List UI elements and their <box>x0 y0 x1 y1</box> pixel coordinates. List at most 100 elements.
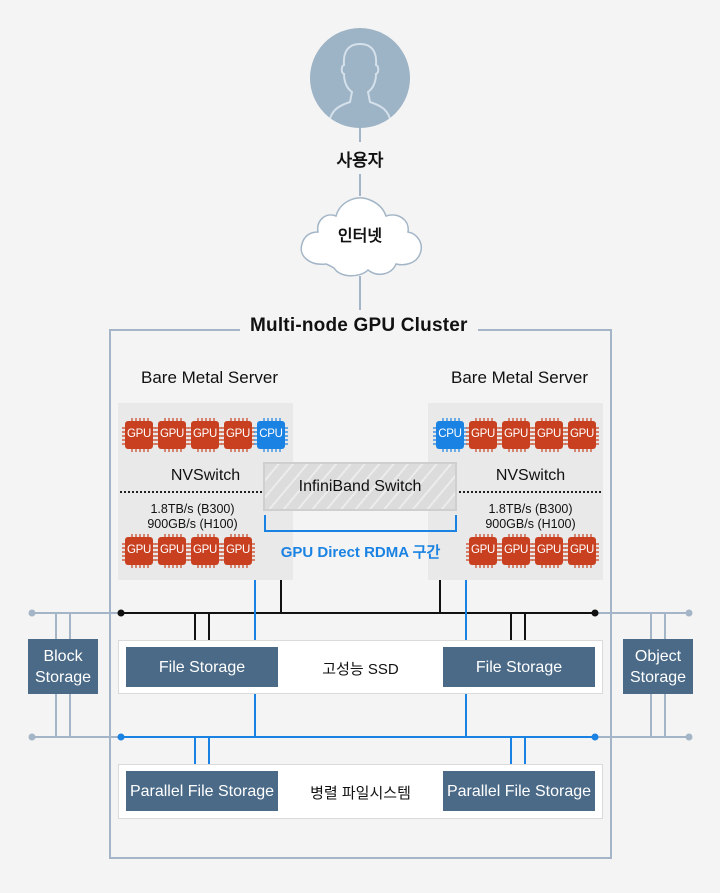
gpu-chip-icon: GPU <box>532 534 566 568</box>
parallel-storage-left: Parallel File Storage <box>126 771 278 811</box>
chip-label: GPU <box>225 428 251 440</box>
gpu-chip-icon: GPU <box>188 418 222 452</box>
chip-label: GPU <box>192 544 218 556</box>
chip-pins-icon <box>188 534 222 568</box>
speed-line: 900GB/s (H100) <box>485 517 576 531</box>
chip-label: GPU <box>159 428 185 440</box>
block-storage-line1: Block <box>43 647 83 665</box>
gpu-chip-icon: GPU <box>466 534 500 568</box>
server-right-bottom-chips: GPU GPU GPU GPU <box>466 534 599 568</box>
chip-label: GPU <box>126 428 152 440</box>
chip-pins-icon <box>532 418 566 452</box>
server-right-nvswitch-label: NVSwitch <box>495 467 566 484</box>
chip-pins-icon <box>254 418 288 452</box>
chip-label: GPU <box>569 544 595 556</box>
chip-label: GPU <box>503 544 529 556</box>
infiniband-switch: InfiniBand Switch <box>263 462 457 511</box>
gpu-chip-icon: GPU <box>221 418 255 452</box>
parallel-tier-label: 병렬 파일시스템 <box>310 785 411 802</box>
chip-label: CPU <box>259 428 283 440</box>
cloud-icon <box>300 197 422 277</box>
gpu-chip-icon: GPU <box>565 534 599 568</box>
chip-pins-icon <box>499 418 533 452</box>
user-avatar <box>310 28 410 128</box>
file-storage-left-label: File Storage <box>158 658 246 676</box>
parallel-storage-right-label: Parallel File Storage <box>446 782 592 800</box>
server-left-speed: 1.8TB/s (B300) 900GB/s (H100) <box>105 502 280 532</box>
gpu-chip-icon: GPU <box>499 418 533 452</box>
gpu-chip-icon: GPU <box>155 534 189 568</box>
user-label: 사용자 <box>336 151 384 170</box>
chip-pins-icon <box>122 534 156 568</box>
chip-pins-icon <box>155 418 189 452</box>
cpu-chip-icon: CPU <box>433 418 467 452</box>
cpu-chip-icon: CPU <box>254 418 288 452</box>
chip-label: GPU <box>536 428 562 440</box>
chip-pins-icon <box>532 534 566 568</box>
parallel-storage-left-label: Parallel File Storage <box>129 782 275 800</box>
server-left-bottom-chips: GPU GPU GPU GPU <box>122 534 255 568</box>
chip-label: GPU <box>569 428 595 440</box>
chip-label: GPU <box>192 428 218 440</box>
speed-line: 1.8TB/s (B300) <box>150 502 235 516</box>
chip-pins-icon <box>466 534 500 568</box>
block-storage: Block Storage <box>28 639 98 694</box>
chip-label: GPU <box>470 428 496 440</box>
server-left-title: Bare Metal Server <box>141 368 278 387</box>
file-storage-right: File Storage <box>443 647 595 687</box>
gpu-chip-icon: GPU <box>122 534 156 568</box>
gpu-chip-icon: GPU <box>499 534 533 568</box>
block-top-dot <box>28 609 36 617</box>
file-storage-right-label: File Storage <box>475 658 563 676</box>
rdma-bracket <box>264 515 457 532</box>
server-left-divider <box>120 491 290 493</box>
rdma-bus-dot-left <box>117 733 125 741</box>
chip-pins-icon <box>565 534 599 568</box>
chip-label: CPU <box>438 428 462 440</box>
speed-line: 900GB/s (H100) <box>147 517 238 531</box>
chip-label: GPU <box>470 544 496 556</box>
server-left-nvswitch-label: NVSwitch <box>170 467 241 484</box>
ssd-tier-label: 고성능 SSD <box>322 661 399 678</box>
gpu-chip-icon: GPU <box>565 418 599 452</box>
rdma-label: GPU Direct RDMA 구간 <box>280 544 441 561</box>
chip-pins-icon <box>188 418 222 452</box>
server-right-title: Bare Metal Server <box>451 368 588 387</box>
server-right-speed: 1.8TB/s (B300) 900GB/s (H100) <box>443 502 618 532</box>
gpu-chip-icon: GPU <box>466 418 500 452</box>
block-storage-line2: Storage <box>34 668 92 686</box>
chip-label: GPU <box>126 544 152 556</box>
chip-pins-icon <box>155 534 189 568</box>
file-storage-left: File Storage <box>126 647 278 687</box>
gpu-chip-icon: GPU <box>122 418 156 452</box>
storage-bus-dot-right <box>591 609 599 617</box>
chip-pins-icon <box>565 418 599 452</box>
internet-label: 인터넷 <box>337 228 383 245</box>
chip-pins-icon <box>221 418 255 452</box>
infiniband-label: InfiniBand Switch <box>298 477 422 495</box>
gpu-chip-icon: GPU <box>221 534 255 568</box>
speed-line: 1.8TB/s (B300) <box>488 502 573 516</box>
object-bottom-dot <box>685 733 693 741</box>
chip-pins-icon <box>466 418 500 452</box>
rdma-bus-dot-right <box>591 733 599 741</box>
chip-label: GPU <box>536 544 562 556</box>
block-bottom-dot <box>28 733 36 741</box>
chip-label: GPU <box>225 544 251 556</box>
chip-pins-icon <box>221 534 255 568</box>
parallel-storage-right: Parallel File Storage <box>443 771 595 811</box>
user-silhouette-icon <box>327 42 393 128</box>
server-left-top-chips: GPU GPU GPU GPU CPU <box>122 418 288 452</box>
object-top-dot <box>685 609 693 617</box>
chip-pins-icon <box>433 418 467 452</box>
cluster-title: Multi-node GPU Cluster <box>240 315 478 337</box>
storage-bus-dot-left <box>117 609 125 617</box>
server-right-divider <box>431 491 601 493</box>
gpu-chip-icon: GPU <box>188 534 222 568</box>
chip-label: GPU <box>159 544 185 556</box>
chip-pins-icon <box>499 534 533 568</box>
object-storage-line1: Object <box>634 647 682 665</box>
object-storage-line2: Storage <box>629 668 687 686</box>
